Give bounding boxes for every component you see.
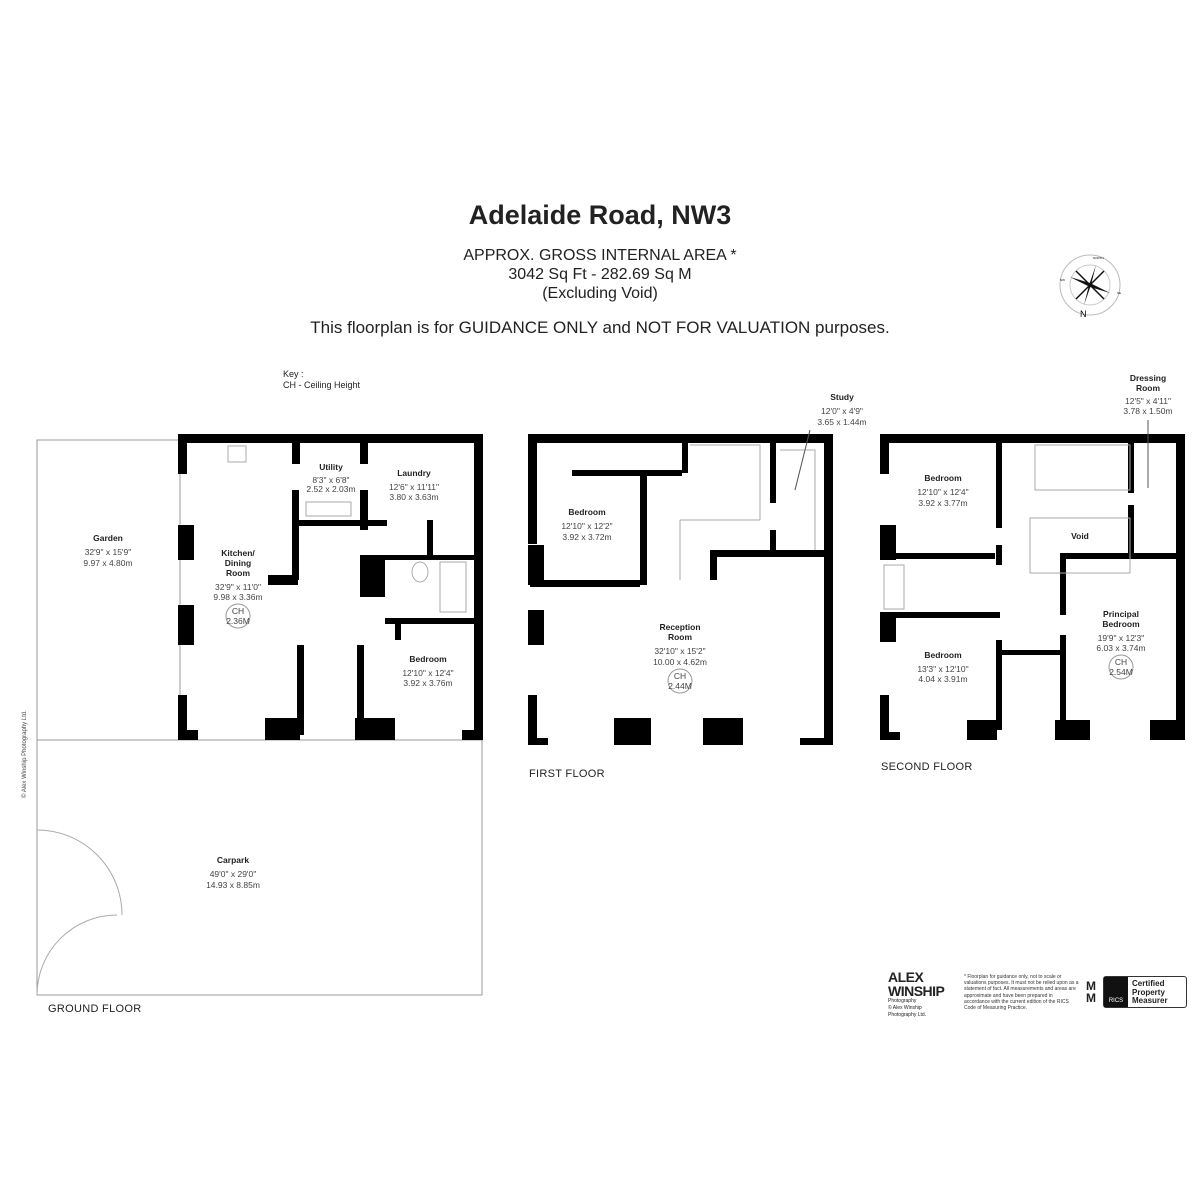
room-name: Room: [226, 568, 251, 578]
floor-label: FIRST FLOOR: [529, 768, 605, 780]
rics-certified: Certified: [1132, 979, 1165, 988]
room-name: Kitchen/: [221, 548, 255, 558]
key-title: Key :: [283, 369, 304, 379]
ceiling-height: 2.44M: [668, 681, 692, 691]
room-dim-imperial: 13'3" x 12'10": [917, 664, 968, 674]
guidance-note: This floorplan is for GUIDANCE ONLY and …: [310, 318, 890, 337]
ceiling-height: 2.36M: [226, 616, 250, 626]
room-name: Dressing: [1130, 373, 1166, 383]
rics-measurer: Measurer: [1132, 996, 1168, 1005]
compass-ring-right: SE: [1117, 291, 1121, 295]
room-name: Principal: [1103, 609, 1139, 619]
room-dim-imperial: 32'9" x 15'9": [85, 547, 132, 557]
area-value: 3042 Sq Ft - 282.69 Sq M: [508, 266, 692, 283]
room-name: Dining: [225, 558, 251, 568]
ground-floor-labels: Garden 32'9" x 15'9" 9.97 x 4.80m Kitche…: [48, 462, 454, 1015]
second-floor-plan: Dressing Room 12'5" x 4'11" 3.78 x 1.50m: [880, 373, 1185, 740]
floor-label: GROUND FLOOR: [48, 1003, 141, 1015]
ch-label: CH: [674, 671, 686, 681]
rics-property: Property: [1132, 987, 1165, 997]
ch-label: CH: [1115, 657, 1127, 667]
room-dim-imperial: 19'9" x 12'3": [1098, 633, 1145, 643]
room-name: Bedroom: [924, 650, 962, 660]
room-dim-imperial: 49'0" x 29'0": [210, 869, 257, 879]
room-name: Bedroom: [1102, 619, 1140, 629]
room-dim-imperial: 32'10" x 15'2": [654, 646, 705, 656]
room-dim-metric: 9.97 x 4.80m: [83, 558, 132, 568]
area-label: APPROX. GROSS INTERNAL AREA *: [463, 247, 737, 264]
floor-label: SECOND FLOOR: [881, 761, 973, 773]
room-dim-imperial: 12'10" x 12'4": [402, 668, 453, 678]
room-name: Bedroom: [568, 507, 606, 517]
room-dim-metric: 3.92 x 3.76m: [403, 678, 452, 688]
room-dim-metric: 14.93 x 8.85m: [206, 880, 260, 890]
compass-north: N: [1080, 309, 1087, 319]
room-name: Laundry: [397, 468, 431, 478]
room-dim-imperial: 12'0" x 4'9": [821, 406, 863, 416]
room-name: Carpark: [217, 855, 249, 865]
area-note: (Excluding Void): [542, 285, 658, 302]
room-name: Room: [1136, 383, 1161, 393]
room-dim-imperial: 12'10" x 12'4": [917, 487, 968, 497]
compass-ring-top: NORTH: [1093, 256, 1104, 260]
page-title: Adelaide Road, NW3: [468, 200, 732, 230]
key-ch: CH - Ceiling Height: [283, 380, 361, 390]
room-dim-metric: 2.52 x 2.03m: [306, 484, 355, 494]
room-dim-imperial: 12'10" x 12'2": [561, 521, 612, 531]
room-dim-metric: 9.98 x 3.36m: [213, 592, 262, 602]
ch-label: CH: [232, 606, 244, 616]
logo-copy: © Alex Winship Photography Ltd.: [888, 1005, 927, 1018]
first-floor-plan: Study 12'0" x 4'9" 3.65 x 1.44m: [528, 392, 867, 745]
room-name: Utility: [319, 462, 343, 472]
room-dim-metric: 3.65 x 1.44m: [817, 417, 866, 427]
room-dim-imperial: 32'9" x 11'0": [215, 582, 261, 592]
room-dim-metric: 4.04 x 3.91m: [918, 674, 967, 684]
room-name: Reception: [659, 622, 700, 632]
logo-line2: WINSHIP: [888, 983, 945, 999]
rics-logo: RICS: [1104, 977, 1128, 1007]
room-dim-imperial: 12'6" x 11'11": [389, 482, 439, 492]
ground-floor-plan: [36, 434, 483, 996]
room-name: Void: [1071, 531, 1089, 541]
room-name: Study: [830, 392, 854, 402]
logo-line1: ALEX: [888, 969, 924, 985]
room-dim-metric: 10.00 x 4.62m: [653, 657, 707, 667]
room-name: Bedroom: [924, 473, 962, 483]
compass-ring-left: NW: [1060, 278, 1065, 282]
rics-badge: RICS Certified Property Measurer: [1103, 976, 1187, 1008]
room-dim-metric: 6.03 x 3.74m: [1096, 643, 1145, 653]
room-name: Garden: [93, 533, 123, 543]
alex-winship-logo: ALEX WINSHIP Photography © Alex Winship …: [888, 970, 950, 1019]
room-dim-metric: 3.80 x 3.63m: [389, 492, 438, 502]
room-name: Room: [668, 632, 693, 642]
logo-sub: Photography: [888, 998, 917, 1004]
room-dim-imperial: 12'5" x 4'11": [1125, 396, 1171, 406]
ceiling-height: 2.54M: [1109, 667, 1133, 677]
room-name: Bedroom: [409, 654, 447, 664]
room-dim-metric: 3.78 x 1.50m: [1123, 406, 1172, 416]
room-dim-imperial: 8'3" x 6'8": [312, 475, 349, 485]
disclaimer: * Floorplan for guidance only, not to sc…: [964, 974, 1079, 1012]
room-dim-metric: 3.92 x 3.72m: [562, 532, 611, 542]
second-floor-labels: Bedroom 12'10" x 12'4" 3.92 x 3.77m Void…: [881, 473, 1146, 773]
room-dim-metric: 3.92 x 3.77m: [918, 498, 967, 508]
compass-icon: N NORTH NW SE: [1059, 254, 1121, 319]
first-floor-labels: Bedroom 12'10" x 12'2" 3.92 x 3.72m Rece…: [529, 507, 707, 780]
